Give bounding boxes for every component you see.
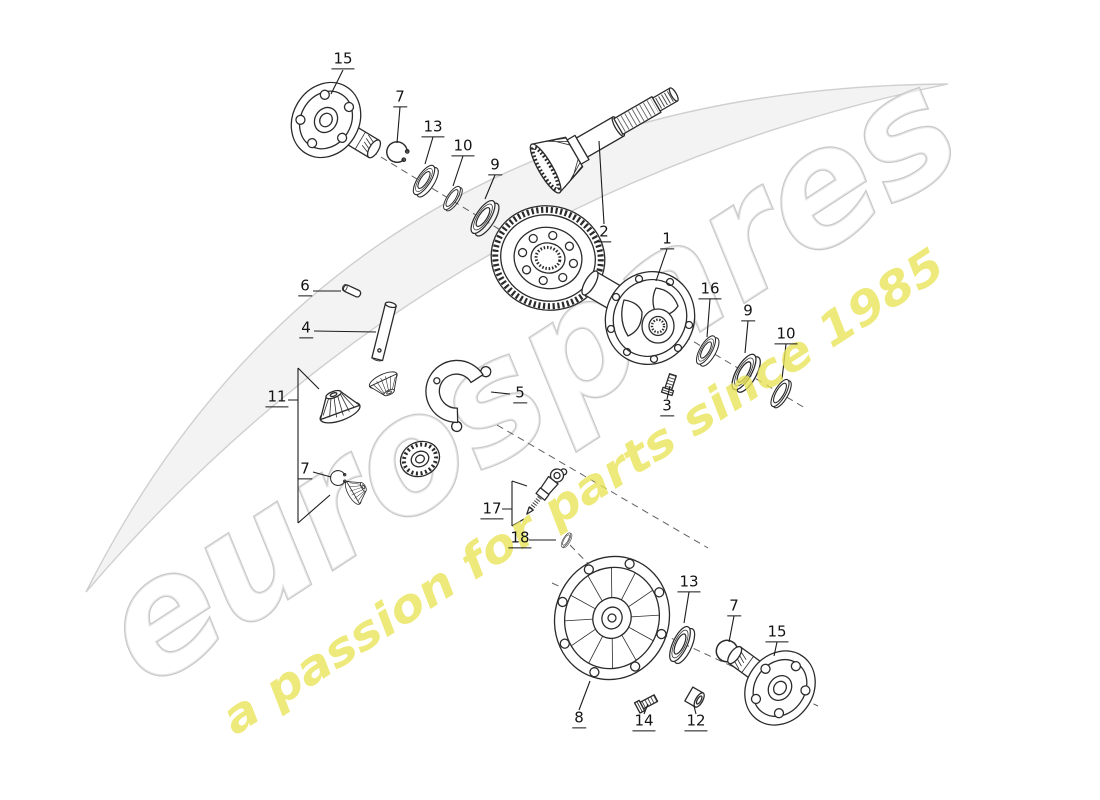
- part-carrier-5: [425, 359, 492, 433]
- callout-9-4: 9: [488, 156, 502, 176]
- part-cover-8: [553, 555, 671, 681]
- part-crown-wheel: [490, 205, 606, 311]
- parts-drawing: [276, 68, 831, 740]
- callout-17-16: 17: [480, 500, 504, 520]
- part-speed-sensor-17: [526, 468, 568, 515]
- part-pinion-shaft: [529, 87, 679, 194]
- callout-4-11: 4: [299, 319, 313, 339]
- callout-11-12: 11: [265, 388, 289, 408]
- part-differential-housing: [581, 270, 696, 366]
- callout-7-15: 7: [298, 460, 312, 480]
- callout-16-7: 16: [698, 280, 722, 300]
- part-shaft-4: [371, 301, 397, 362]
- bracket-17: [502, 480, 528, 527]
- callout-5-13: 5: [513, 384, 527, 404]
- bracket-11: [288, 367, 331, 524]
- callout-2-5: 2: [597, 223, 611, 243]
- callout-15-0: 15: [331, 50, 355, 70]
- leader-lines: [288, 69, 787, 715]
- callout-14-22: 14: [632, 712, 656, 732]
- callout-12-23: 12: [684, 712, 708, 732]
- callout-10-9: 10: [774, 325, 798, 345]
- callout-7-1: 7: [393, 88, 407, 108]
- callout-7-19: 7: [727, 597, 741, 617]
- callout-8-21: 8: [572, 709, 586, 729]
- callout-3-14: 3: [660, 397, 674, 417]
- swoosh-watermark: [85, 83, 949, 593]
- callout-13-2: 13: [421, 118, 445, 138]
- part-plug-12: [684, 686, 705, 708]
- callout-13-18: 13: [677, 573, 701, 593]
- callout-1-6: 1: [660, 230, 674, 250]
- callout-10-3: 10: [451, 137, 475, 157]
- callout-6-10: 6: [298, 277, 312, 297]
- part-pin-6: [341, 284, 362, 298]
- callout-18-17: 18: [508, 529, 532, 549]
- callout-9-8: 9: [741, 302, 755, 322]
- callout-15-20: 15: [765, 623, 789, 643]
